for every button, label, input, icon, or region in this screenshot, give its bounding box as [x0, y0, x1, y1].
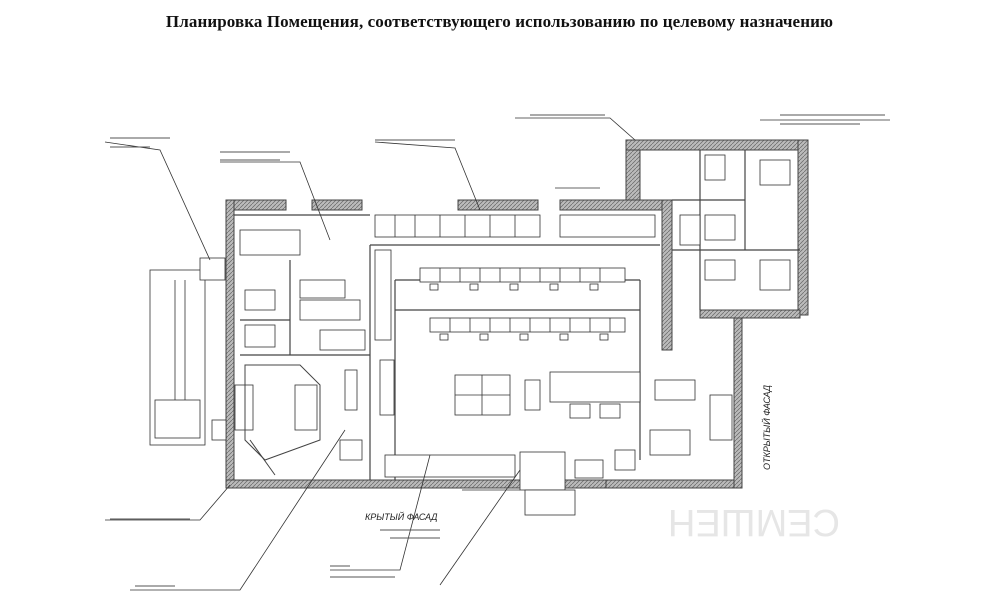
- leader-lines: [104, 117, 890, 591]
- facade-right-label: ОТКРЫТЫЙ ФАСАД: [761, 384, 772, 470]
- exterior-walls: [225, 139, 809, 489]
- annotation-marks: [110, 114, 885, 587]
- equipment-rows: [149, 154, 791, 516]
- watermark-text: СЕМШЕН: [668, 501, 840, 543]
- curved-zone: [244, 364, 321, 476]
- page-title: Планировка Помещения, соответствующего и…: [165, 12, 834, 31]
- interior-partitions: [234, 150, 800, 480]
- facade-bottom-label: КРЫТЫЙ ФАСАД: [365, 511, 438, 522]
